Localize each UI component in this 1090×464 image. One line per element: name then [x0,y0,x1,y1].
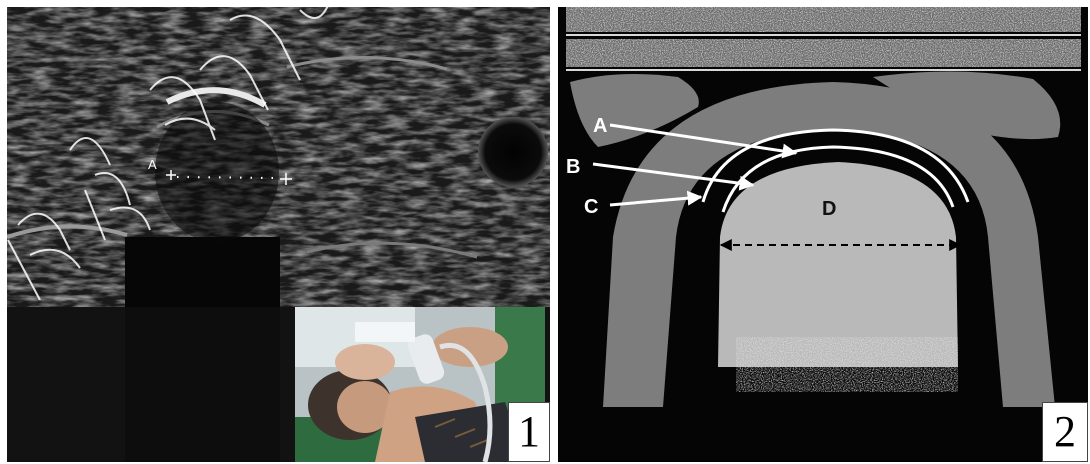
schematic-panel: A B C D 2 [558,7,1088,462]
label-b: B [566,156,580,178]
schematic-diagram: A B C D [558,7,1088,462]
label-c: C [584,196,598,218]
label-a: A [593,115,607,137]
panel-number-1: 1 [508,402,550,462]
panel-number-2: 2 [1042,402,1088,462]
caliper-label: A [148,157,157,172]
ultrasound-panel: A 1 [7,7,550,462]
vessel-circle [478,117,548,187]
label-d: D [822,198,836,220]
lumen [718,162,958,367]
